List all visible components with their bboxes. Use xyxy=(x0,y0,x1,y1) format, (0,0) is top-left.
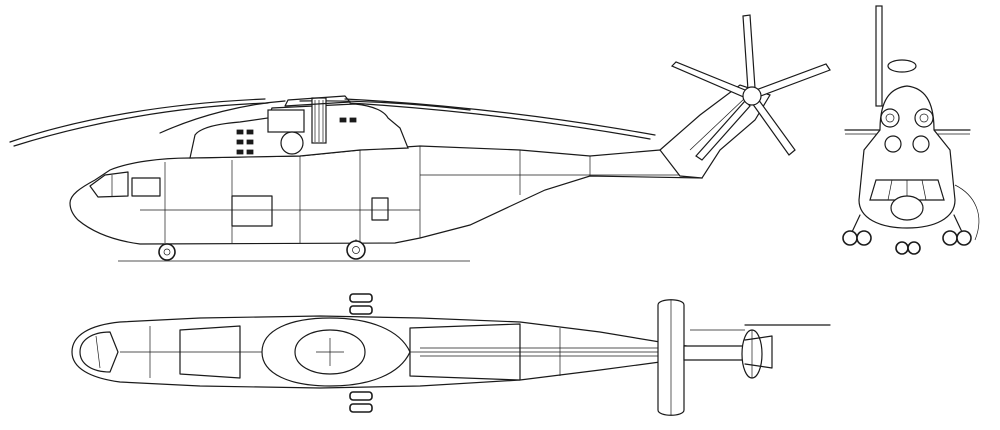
top-wheel-right xyxy=(349,391,373,401)
top-wheel-left xyxy=(349,293,373,303)
main-wheel xyxy=(346,240,366,260)
front-nose-wheel xyxy=(895,241,909,255)
front-wheel-left xyxy=(842,230,858,246)
front-wheel-right xyxy=(942,230,958,246)
top-cockpit xyxy=(79,331,119,373)
front-tail-fin xyxy=(875,5,883,107)
engine-intake xyxy=(267,109,305,133)
top-view xyxy=(71,293,831,416)
tail-rotor-hub xyxy=(742,86,762,106)
front-view xyxy=(842,5,980,255)
main-rotor-blade-left xyxy=(9,98,266,143)
side-view xyxy=(9,14,831,262)
engine-exhaust xyxy=(280,131,304,155)
nose-wheel xyxy=(158,243,176,261)
side-door xyxy=(231,195,273,227)
tail-rotor-blade-3 xyxy=(755,63,831,98)
front-engine-right xyxy=(914,108,934,128)
tail-rotor-blade-4 xyxy=(751,98,796,156)
cockpit-window xyxy=(89,171,129,198)
tail-rotor-blade-1 xyxy=(670,61,751,99)
front-engine-left xyxy=(880,108,900,128)
tail-rotor-blade-2 xyxy=(742,14,756,91)
rotor-hub xyxy=(284,95,351,107)
main-rotor-blade-right xyxy=(344,98,656,136)
top-tail-boom xyxy=(683,345,746,361)
front-nose xyxy=(890,195,924,221)
